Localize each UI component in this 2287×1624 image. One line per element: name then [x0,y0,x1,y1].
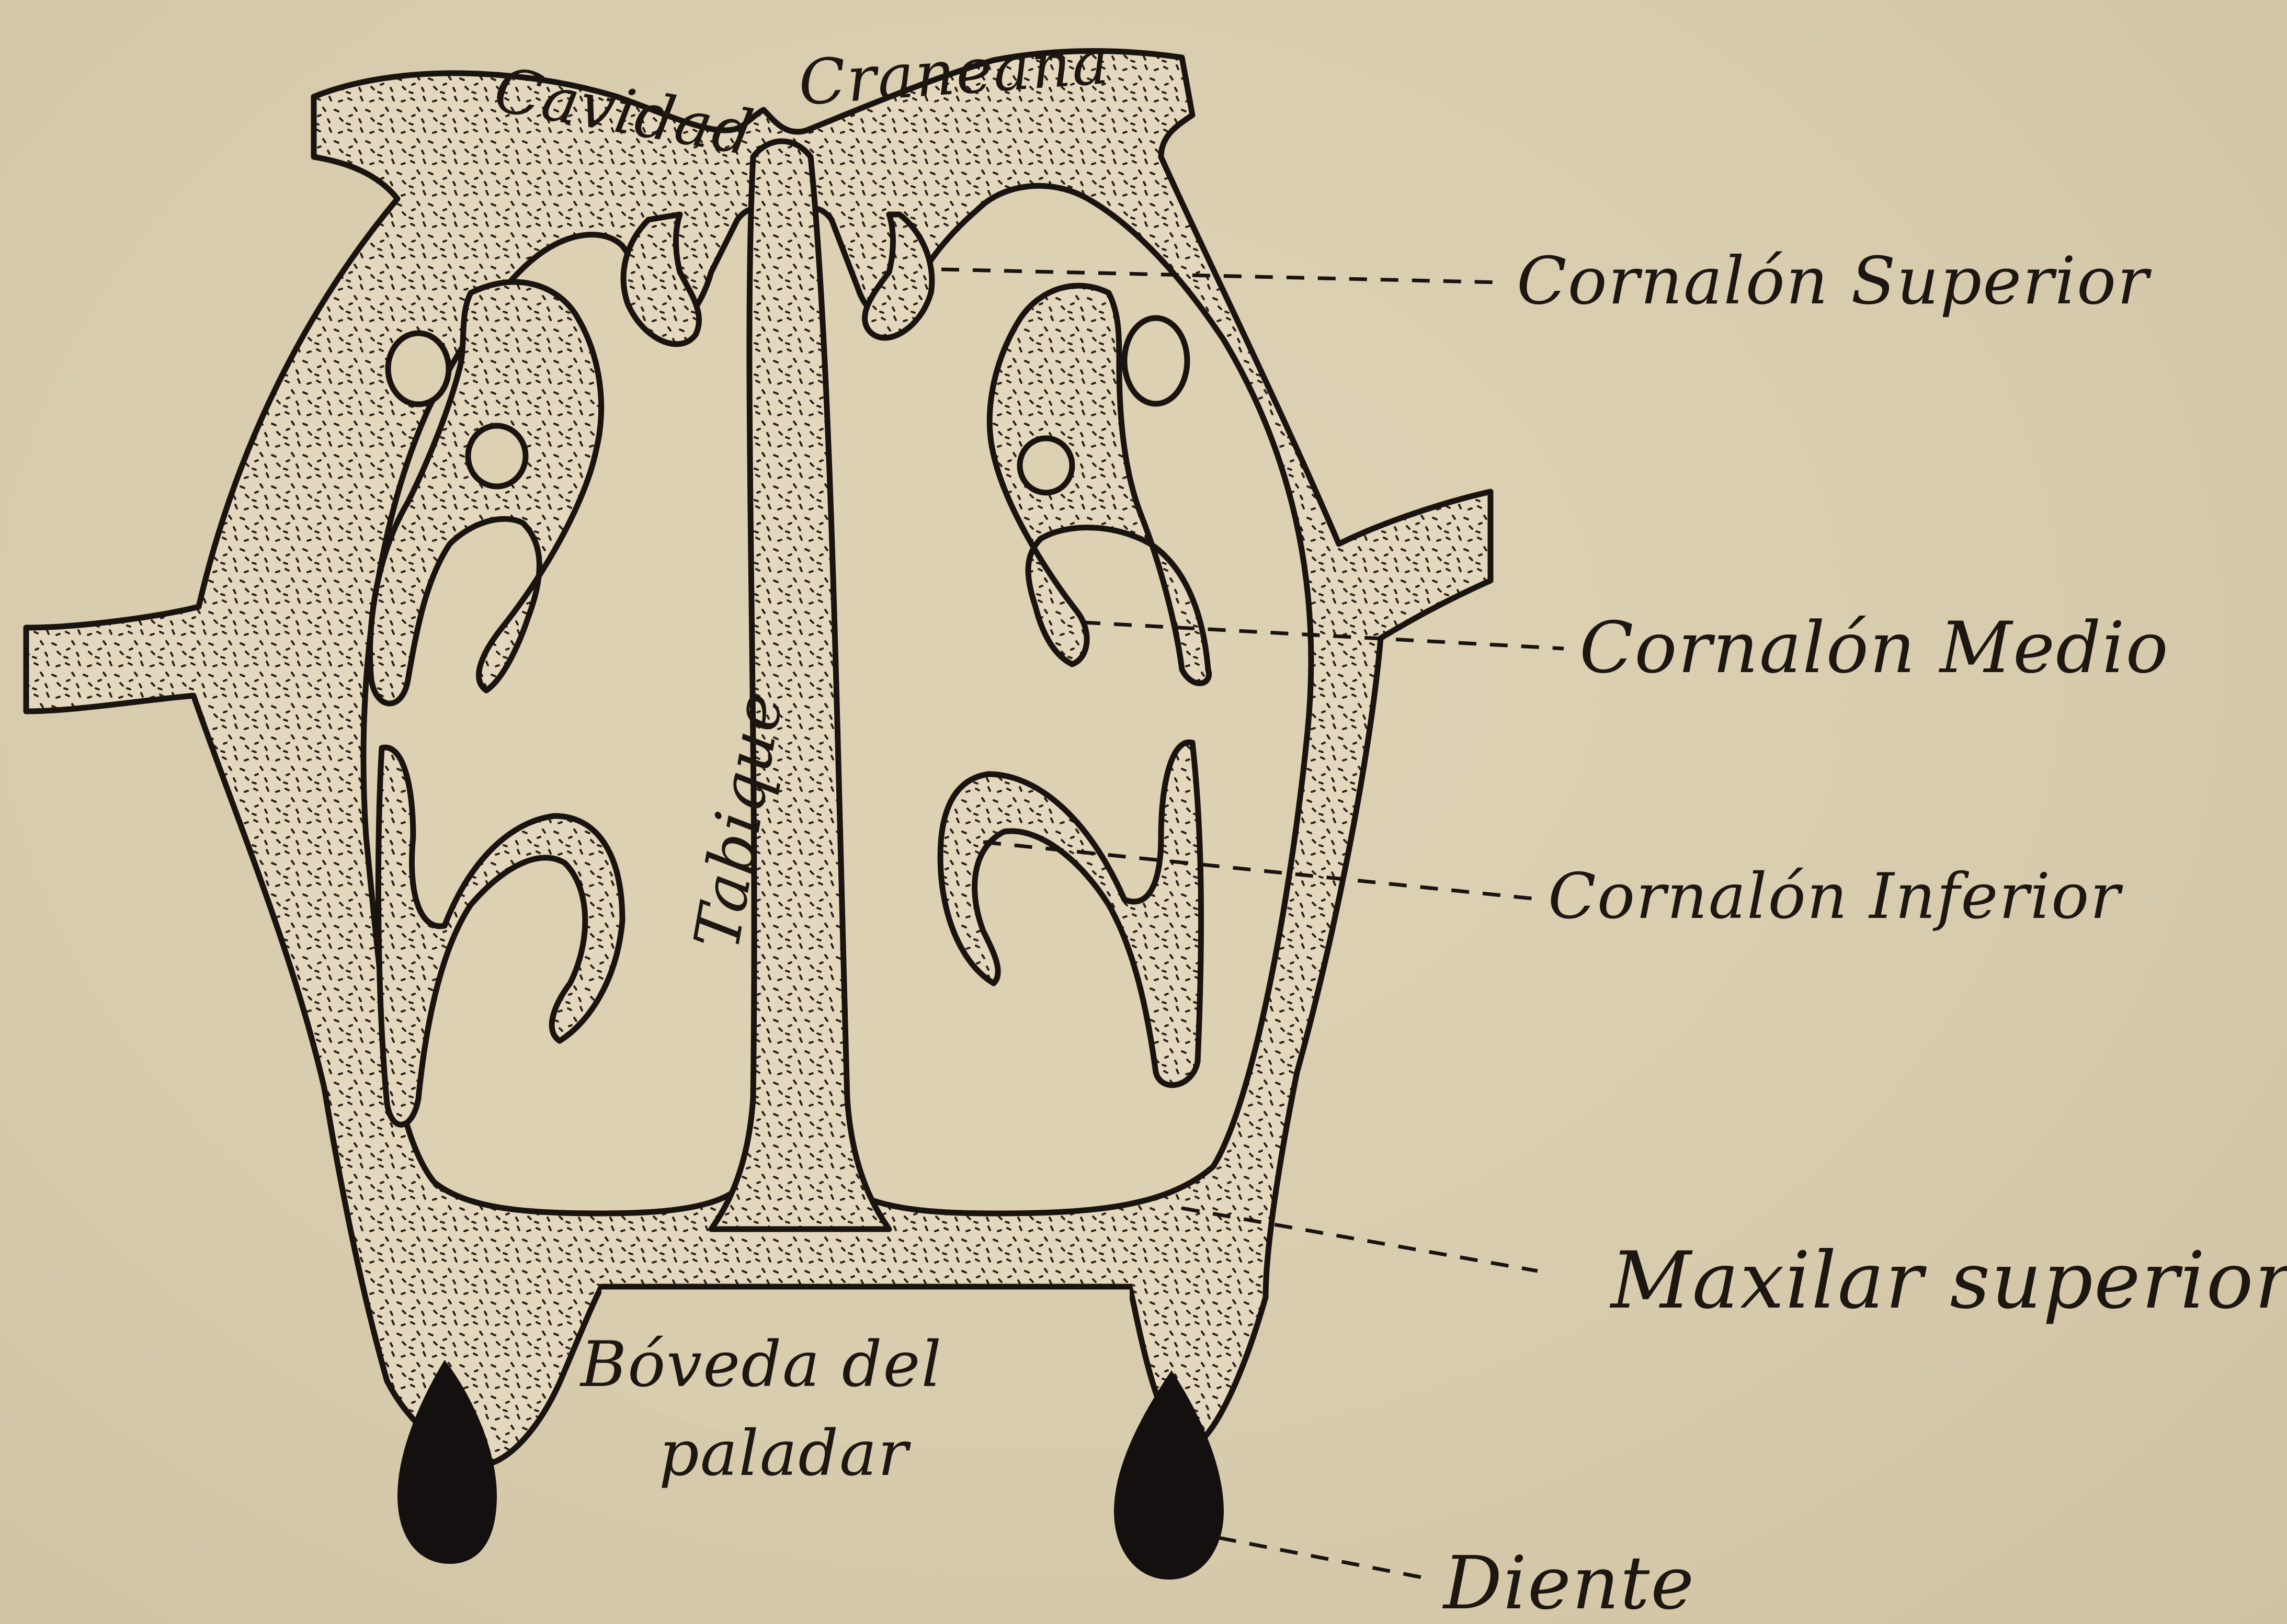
label-cornalon-medio: Cornalón Medio [1579,607,2169,689]
leader-diente [1219,1538,1433,1580]
right-ethmoid-cell-1 [1124,318,1187,404]
right-ethmoid-cell-2 [1020,438,1072,493]
left-ethmoid-cell-1 [388,333,449,404]
label-boveda-line-2: paladar [659,1417,912,1490]
left-ethmoid-cell-2 [468,426,526,486]
label-diente: Diente [1442,1541,1695,1624]
label-cornalon-superior: Cornalón Superior [1517,243,2152,319]
label-cornalon-inferior: Cornalón Inferior [1548,860,2123,933]
label-maxilar-superior: Maxilar superior [1609,1235,2287,1326]
label-boveda-line-1: Bóveda del [579,1328,942,1401]
